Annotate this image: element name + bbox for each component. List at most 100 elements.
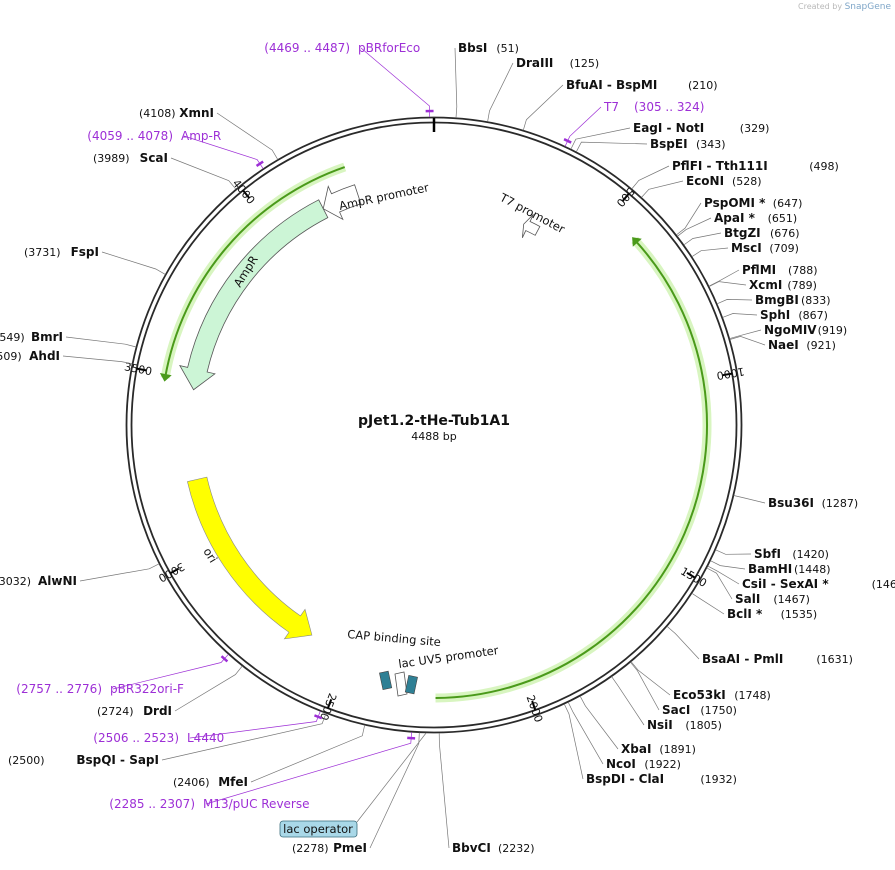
enzyme-leader-line [707, 565, 740, 585]
enzyme-site-label: BclI *(1535) [727, 607, 817, 621]
enzyme-name: BsaAI - PmlI [702, 652, 783, 666]
feature-label-ampr-promoter: AmpR promoter [338, 180, 431, 213]
enzyme-name: PflMI [742, 263, 776, 277]
enzyme-name: AlwNI [38, 574, 77, 588]
enzyme-position: (3549) [0, 331, 25, 344]
plasmid-length: 4488 bp [411, 430, 456, 443]
enzyme-position: (2724) [97, 705, 134, 718]
t7-promoter-arrow [521, 214, 541, 238]
enzyme-name: EcoNI [686, 174, 724, 188]
enzyme-position: (1467) [773, 593, 810, 606]
enzyme-name: AhdI [29, 349, 60, 363]
primer-range: (2506 .. 2523) [93, 731, 179, 745]
enzyme-name: BmgBI [755, 293, 799, 307]
enzyme-position: (867) [798, 309, 828, 322]
primer-leader-line [360, 47, 431, 118]
enzyme-leader-line [487, 62, 514, 122]
primer-label: pBR322ori-F(2757 .. 2776) [16, 682, 184, 696]
enzyme-leader-line [563, 703, 584, 780]
enzyme-site-label: EcoNI (528) [686, 174, 762, 188]
enzyme-name: BspQI - SapI [76, 753, 159, 767]
enzyme-site-label: MfeI(2406) [173, 775, 248, 789]
enzyme-name: Bsu36I [768, 496, 814, 510]
enzyme-name: NcoI [606, 757, 636, 771]
lac-uv5-promoter-mark [394, 671, 408, 697]
enzyme-site-label: PflMI(788) [742, 263, 818, 277]
enzyme-name: PflFI - Tth111I [672, 159, 768, 173]
tick-mark [686, 572, 697, 579]
tick-label: 500 [614, 185, 637, 209]
primer-name: Amp-R [181, 129, 221, 143]
ori-arrow [187, 476, 313, 640]
enzyme-position: (1631) [816, 653, 853, 666]
enzyme-site-label: PmeI (2278) [292, 841, 367, 855]
enzyme-leader-line [216, 112, 279, 160]
enzyme-site-label: CsiI - SexAI *(1462) [742, 577, 895, 591]
enzyme-site-label: BsaAI - PmlI (1631) [702, 652, 853, 666]
enzyme-position: (2278) [292, 842, 329, 855]
primer-range: (305 .. 324) [634, 100, 704, 114]
watermark-brand: SnapGene [844, 2, 891, 12]
enzyme-leader-line [79, 563, 160, 582]
enzyme-position: (343) [696, 138, 726, 151]
tick-mark [136, 367, 147, 372]
enzyme-position: (3989) [93, 152, 130, 165]
enzyme-site-label: BfuAI - BspMI(210) [566, 78, 718, 92]
enzyme-name: DrdI [143, 704, 172, 718]
enzyme-name: BclI * [727, 607, 763, 621]
enzyme-site-label: SphI(867) [760, 308, 828, 322]
enzyme-site-label: NgoMIV(919) [764, 323, 847, 337]
enzyme-leader-line [250, 725, 366, 783]
enzyme-site-label: XbaI(1891) [621, 742, 696, 756]
feature-label-cap-binding-site: CAP binding site [347, 627, 442, 649]
enzyme-leader-line [729, 329, 762, 339]
enzyme-site-label: MscI(709) [731, 241, 799, 255]
tick-mark [241, 189, 250, 199]
enzyme-name: MscI [731, 241, 762, 255]
enzyme-site-label: BtgZI(676) [724, 226, 800, 240]
enzyme-position: (1750) [700, 704, 737, 717]
enzyme-name: BspEI [650, 137, 688, 151]
enzyme-position: (647) [773, 197, 803, 210]
lac-operator-box: lac operator [279, 820, 358, 838]
enzyme-site-label: Eco53kI(1748) [673, 688, 771, 702]
enzyme-leader-line [522, 84, 564, 131]
enzyme-name: PspOMI * [704, 196, 766, 210]
enzyme-leader-line [666, 626, 700, 660]
tick-label: 3000 [156, 560, 187, 585]
enzyme-leader-line [683, 232, 722, 246]
primer-leader-line [564, 106, 602, 147]
enzyme-leader-line [570, 127, 631, 150]
enzyme-leader-line [369, 732, 420, 849]
enzyme-site-label: BamHI(1448) [748, 562, 831, 576]
enzyme-name: DraIII [516, 56, 553, 70]
enzyme-leader-line [641, 180, 684, 198]
enzyme-position: (1932) [700, 773, 737, 786]
enzyme-site-label: FspI(3731) [24, 245, 99, 259]
enzyme-name: BbsI [458, 41, 487, 55]
enzyme-leader-line [630, 661, 660, 711]
primer-label: Amp-R(4059 .. 4078) [87, 129, 221, 143]
primer-leader-line [205, 732, 412, 805]
enzyme-leader-line [676, 202, 702, 236]
enzyme-position: (528) [732, 175, 762, 188]
enzyme-site-label: SalI(1467) [735, 592, 810, 606]
enzyme-position: (4108) [139, 107, 176, 120]
enzyme-leader-line [716, 299, 753, 305]
enzyme-position: (1287) [822, 497, 859, 510]
enzyme-position: (125) [570, 57, 600, 70]
enzyme-leader-line [677, 217, 712, 237]
enzyme-position: (210) [688, 79, 718, 92]
enzyme-name: SacI [662, 703, 690, 717]
feature-layer [159, 162, 712, 703]
enzyme-leader-line [708, 269, 740, 287]
enzyme-site-label: ScaI (3989) [93, 151, 168, 165]
enzyme-position: (1462) [872, 578, 895, 591]
enzyme-name: PmeI [333, 841, 367, 855]
enzyme-name: ScaI [140, 151, 168, 165]
cap-binding-site-mark [379, 670, 393, 690]
enzyme-position: (3731) [24, 246, 61, 259]
enzyme-site-label: XcmI(789) [749, 278, 817, 292]
tick-mark [531, 700, 537, 711]
enzyme-site-label: PspOMI * (647) [704, 196, 802, 210]
